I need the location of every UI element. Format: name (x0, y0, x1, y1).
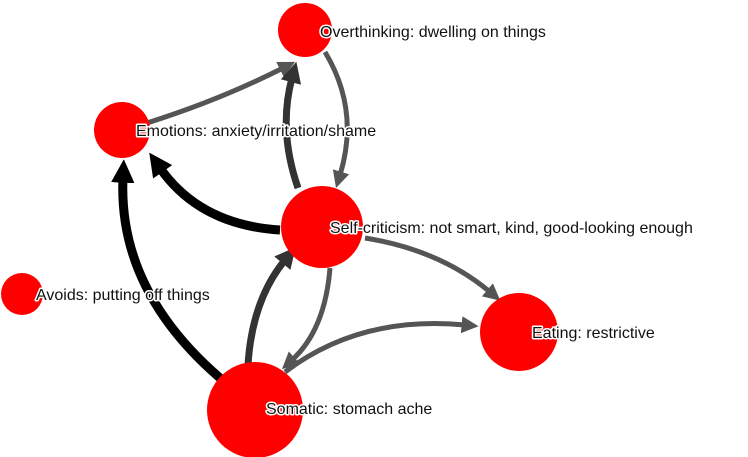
node-overthinking (278, 3, 332, 57)
edge-selfcriticism-to-overthinking (280, 61, 302, 190)
edge-emotions-to-overthinking (146, 61, 296, 126)
node-somatic (207, 362, 303, 457)
edge-somatic-to-emotions (111, 159, 223, 382)
edge-somatic-to-eating (283, 316, 479, 374)
node-eating (480, 293, 558, 371)
label-avoids: Avoids: putting off things (36, 287, 210, 304)
edges (111, 50, 501, 382)
edge-selfcriticism-to-somatic (281, 267, 333, 370)
node-self-criticism (281, 186, 363, 268)
labels: Overthinking: dwelling on things Emotion… (35, 23, 695, 420)
nodes (1, 3, 558, 457)
edge-selfcriticism-to-emotions (149, 152, 281, 235)
label-self-criticism: Self-criticism: not smart, kind, good-lo… (330, 220, 693, 237)
node-avoids (1, 273, 43, 315)
edge-overthinking-to-selfcriticism (322, 50, 350, 189)
label-emotions: Emotions: anxiety/irritation/shame (136, 123, 376, 140)
edge-somatic-to-selfcriticism (244, 247, 296, 366)
node-emotions (94, 102, 150, 158)
label-overthinking: Overthinking: dwelling on things (320, 24, 546, 41)
edge-selfcriticism-to-eating (364, 235, 501, 301)
label-eating: Eating: restrictive (532, 325, 655, 342)
label-somatic: Somatic: stomach ache (266, 401, 432, 418)
